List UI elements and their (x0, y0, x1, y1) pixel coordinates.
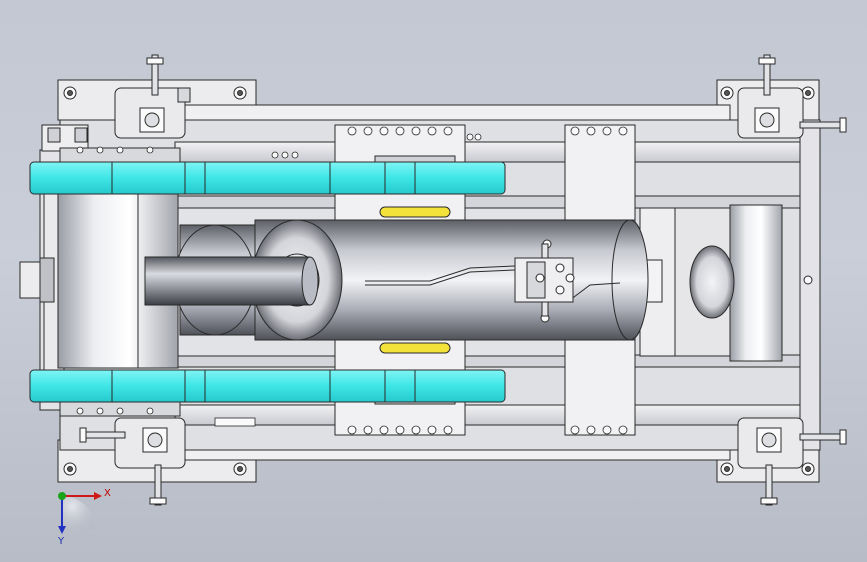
corner-clamps (79, 54, 847, 506)
axis-triad-icon: X Y (57, 488, 111, 547)
left-plate-hardware (76, 146, 256, 427)
rear-bracket (631, 204, 783, 362)
x-axis-label: X (104, 488, 111, 499)
frame-bolts (63, 86, 815, 476)
y-axis-label: Y (57, 536, 65, 547)
cyan-link-plates (29, 147, 506, 417)
trunnion-bolts (271, 126, 628, 435)
hydraulic-line (365, 265, 621, 301)
hydraulic-cylinder (144, 219, 649, 341)
valve-block (514, 239, 575, 323)
